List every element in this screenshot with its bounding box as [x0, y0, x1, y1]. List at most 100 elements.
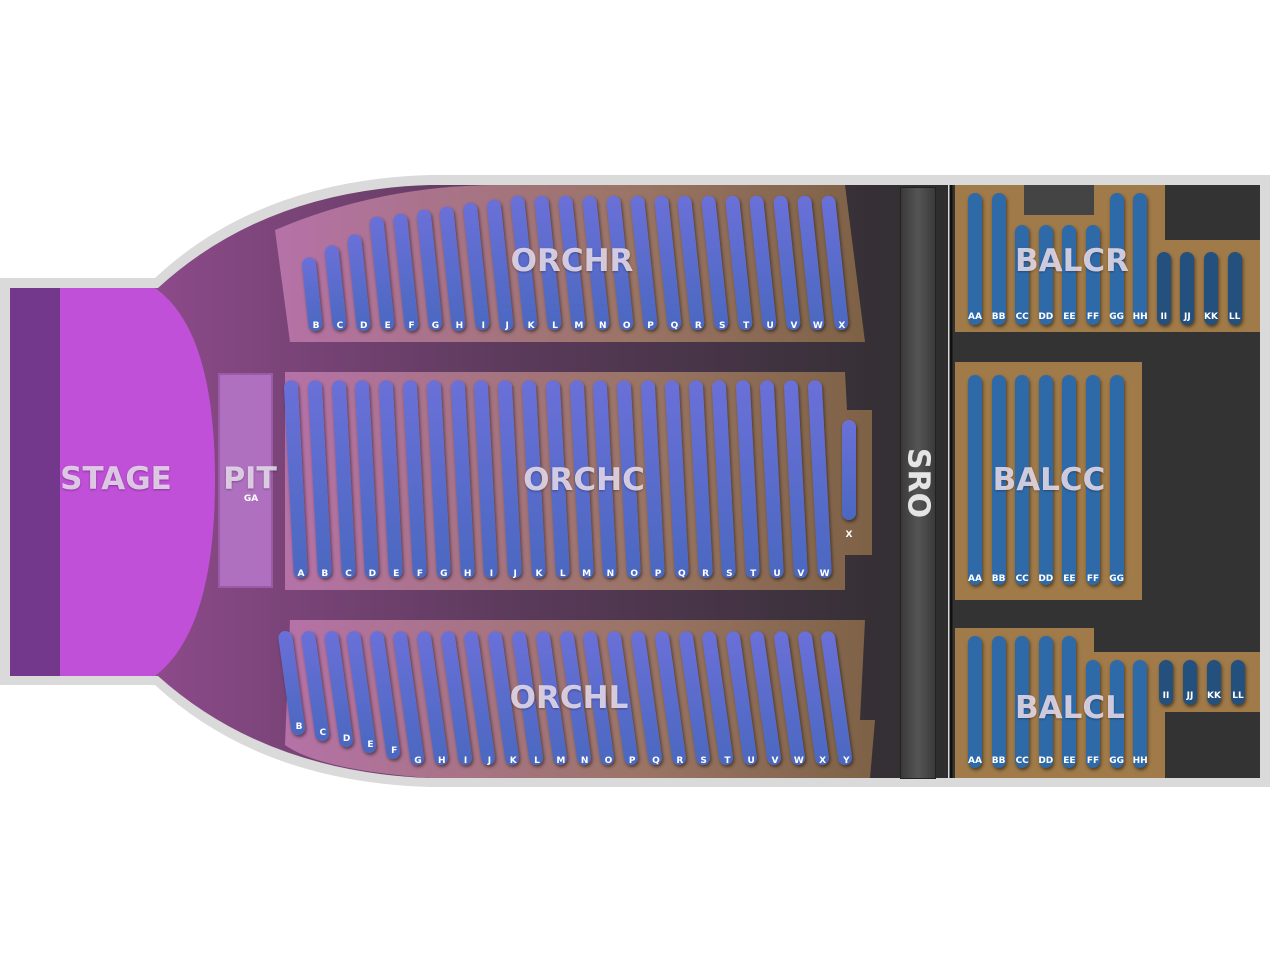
balcr-row-HH[interactable] — [1133, 193, 1148, 325]
orchc-row-label: M — [582, 569, 592, 579]
balcl-row-label: FF — [1086, 756, 1100, 766]
orchl-row-label: G — [414, 756, 422, 766]
balcl-row-label: CC — [1015, 756, 1029, 766]
orchr-row-label: S — [719, 321, 726, 331]
balcl-row-II[interactable] — [1159, 660, 1173, 705]
balcr-row-BB[interactable] — [991, 193, 1006, 325]
balcl-row-DD[interactable] — [1038, 636, 1053, 768]
orchr-row-label: K — [527, 321, 535, 331]
orchc-row-label: X — [845, 530, 853, 540]
balcl-row-label: LL — [1232, 691, 1244, 701]
balcc-row-label: FF — [1086, 574, 1100, 584]
balcc-row-label: AA — [968, 574, 982, 584]
sro-area[interactable]: SRO — [900, 187, 936, 779]
balcl-row-GG[interactable] — [1109, 660, 1124, 768]
orchc-row-label: S — [726, 569, 733, 579]
balcr-row-JJ[interactable] — [1180, 252, 1195, 325]
balcc-row-EE[interactable] — [1062, 375, 1077, 585]
orchr-row-label: E — [384, 321, 391, 331]
orchl-row-label: X — [819, 756, 827, 766]
orchr-row-label: O — [622, 321, 631, 331]
balcr-row-LL[interactable] — [1227, 252, 1242, 325]
orchc-row-label: A — [297, 569, 305, 579]
orchr-row-label: C — [336, 321, 344, 331]
balcl-row-label: JJ — [1186, 691, 1194, 701]
balcr-row-AA[interactable] — [968, 193, 982, 325]
orchr-row-label: I — [481, 321, 485, 331]
orchr-row-label: X — [838, 321, 846, 331]
orchl-row-label: P — [628, 756, 636, 766]
balcr-row-label: EE — [1063, 312, 1076, 322]
orchr-row-label: Q — [670, 321, 679, 331]
orchl-row-label: V — [771, 756, 779, 766]
balcr-row-label: KK — [1204, 312, 1218, 322]
balcl-row-label: BB — [991, 756, 1006, 766]
balcr-row-label: FF — [1086, 312, 1100, 322]
balcc-row-CC[interactable] — [1015, 375, 1030, 585]
orchr-row-label: M — [574, 321, 584, 331]
orchc-row-label: J — [513, 569, 517, 579]
orchl-row-label: N — [580, 756, 589, 766]
balcl-row-EE[interactable] — [1062, 636, 1077, 768]
orchr-row-label: J — [505, 321, 509, 331]
balcc-row-label: CC — [1015, 574, 1029, 584]
orchl-row-label: O — [604, 756, 613, 766]
orchr-row-label: U — [766, 321, 774, 331]
balcl-row-FF[interactable] — [1086, 660, 1100, 768]
pit-sublabel: GA — [243, 494, 259, 504]
balcr-row-DD[interactable] — [1038, 225, 1053, 325]
balcl-row-label: HH — [1132, 756, 1148, 766]
orchc-row-X[interactable] — [842, 420, 856, 520]
balcl-row-label: KK — [1207, 691, 1221, 701]
orchc-row-label: P — [654, 569, 662, 579]
balcl-row-label: DD — [1038, 756, 1054, 766]
orchc-row-label: C — [345, 569, 352, 579]
orchc-row-label: R — [702, 569, 710, 579]
balcr-row-label: AA — [968, 312, 982, 322]
balcl-row-CC[interactable] — [1015, 636, 1030, 768]
orchc-row-label: G — [440, 569, 448, 579]
orchl-row-label: I — [463, 756, 468, 766]
balcl-row-label: AA — [968, 756, 982, 766]
orchc-row-label: F — [416, 569, 424, 579]
orchl-row-label: S — [700, 756, 707, 766]
orchl-row-label: M — [556, 756, 566, 766]
orchr-row-label: R — [694, 321, 702, 331]
balcr-row-label: CC — [1015, 312, 1029, 322]
orchr-row-label: V — [790, 321, 798, 331]
balcc-row-DD[interactable] — [1038, 375, 1053, 585]
balcr-row-GG[interactable] — [1109, 193, 1124, 325]
orchl-row-label: B — [295, 722, 303, 732]
balcl-row-BB[interactable] — [991, 636, 1006, 768]
balcc-row-FF[interactable] — [1086, 375, 1100, 585]
balcl-row-JJ[interactable] — [1183, 660, 1197, 705]
balcr-row-label: JJ — [1184, 312, 1191, 322]
balcl-row-HH[interactable] — [1133, 660, 1148, 768]
orchl-row-label: E — [367, 740, 374, 750]
orchl-row-label: T — [724, 756, 731, 766]
balcr-row-CC[interactable] — [1015, 225, 1030, 325]
balcl-row-KK[interactable] — [1207, 660, 1221, 705]
balcc-row-label: EE — [1063, 574, 1076, 584]
orchr-row-label: T — [743, 321, 750, 331]
balcr-row-EE[interactable] — [1062, 225, 1077, 325]
balcr-row-II[interactable] — [1156, 252, 1171, 325]
balcl-row-label: EE — [1063, 756, 1076, 766]
orchc-row-label: U — [773, 569, 781, 579]
balcl-row-LL[interactable] — [1231, 660, 1245, 705]
orchl-row-label: U — [747, 756, 755, 766]
balcc-row-GG[interactable] — [1109, 375, 1124, 585]
balcc-row-label: GG — [1109, 574, 1124, 584]
pit-ga-area[interactable] — [218, 373, 273, 588]
orchc-row-label: H — [463, 569, 472, 579]
balcl-row-label: II — [1162, 691, 1170, 701]
balcc-row-AA[interactable] — [968, 375, 982, 585]
orchr-row-label: B — [312, 321, 320, 331]
orchl-row-label: L — [534, 756, 540, 766]
balcc-row-BB[interactable] — [991, 375, 1006, 585]
balcr-row-KK[interactable] — [1204, 252, 1218, 325]
balcr-row-FF[interactable] — [1086, 225, 1100, 325]
orchc-row-label: K — [535, 569, 543, 579]
orchc-row-label: V — [797, 569, 805, 579]
balcl-row-AA[interactable] — [968, 636, 982, 768]
